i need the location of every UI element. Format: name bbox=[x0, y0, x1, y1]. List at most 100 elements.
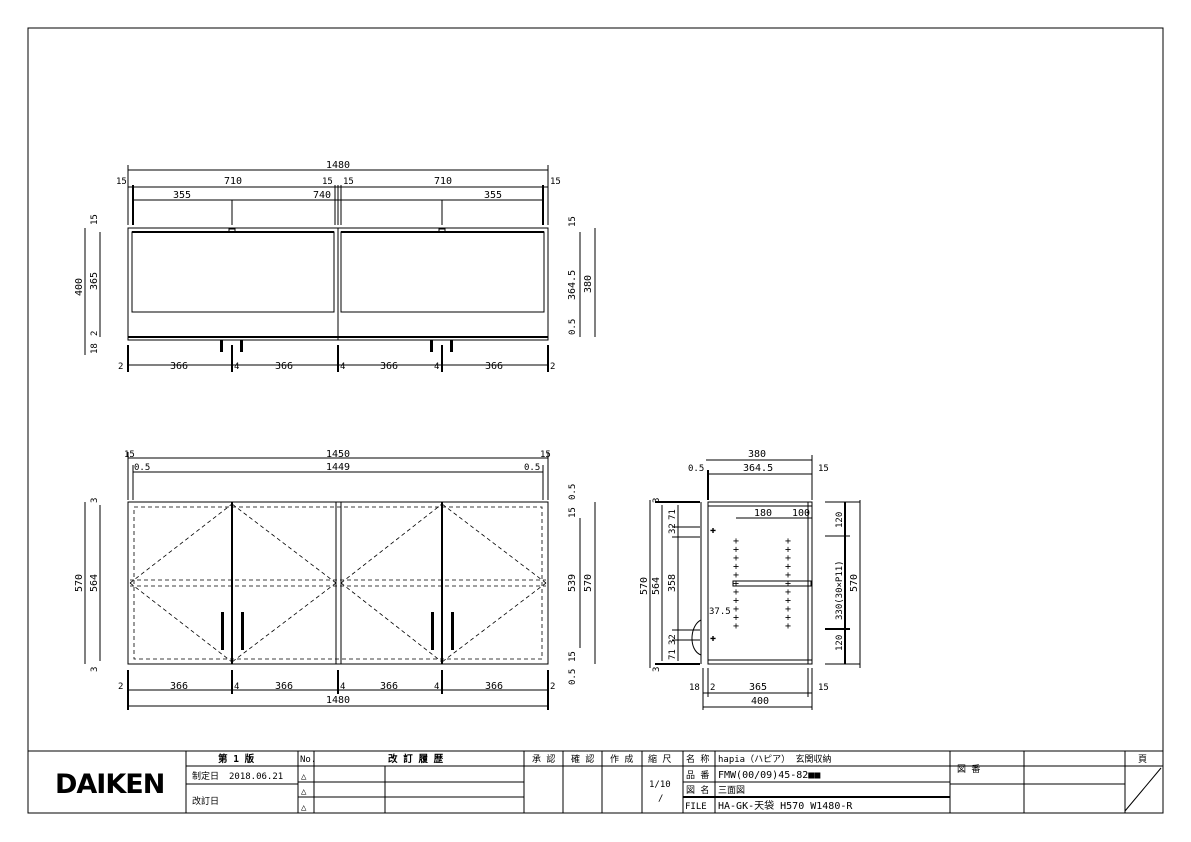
scale-value: 1/10 bbox=[649, 780, 671, 790]
dim-label: 71 bbox=[668, 509, 678, 520]
dim-width-total: 1480 bbox=[326, 695, 350, 706]
dim-label: 4 bbox=[434, 362, 439, 372]
dim-label: 15 bbox=[818, 464, 829, 474]
dim-width-total: 1480 bbox=[326, 160, 350, 171]
dim-label: 1449 bbox=[326, 462, 350, 473]
revision-triangle-icon: △ bbox=[301, 772, 307, 782]
shelf-hole-icon: + bbox=[785, 553, 791, 564]
dim-label: 564 bbox=[89, 574, 100, 592]
shelf-hole-icon: + bbox=[733, 621, 739, 632]
dim-label: 3 bbox=[652, 667, 662, 672]
created-label: 作 成 bbox=[610, 753, 633, 765]
shelf-holes: ++++++++++++++++++++++ bbox=[733, 536, 791, 632]
dim-label: 120 bbox=[835, 512, 845, 528]
dim-label: 2 bbox=[550, 682, 555, 692]
dim-label: 0.5 bbox=[568, 484, 578, 500]
dim-label: 710 bbox=[224, 176, 242, 187]
dim-label: 570 bbox=[849, 574, 860, 592]
dim-label: 366 bbox=[485, 361, 503, 372]
dim-label: 2 bbox=[710, 683, 715, 693]
part-number: FMW(00/09)45-82■■ bbox=[718, 770, 820, 781]
shelf-hole-icon: + bbox=[733, 596, 739, 607]
established-label: 制定日 bbox=[192, 770, 219, 782]
drawing-name-label: 図 名 bbox=[686, 784, 709, 796]
shelf-hole-icon: + bbox=[785, 604, 791, 615]
dim-label: 15 bbox=[550, 177, 561, 187]
dim-label: 380 bbox=[583, 275, 594, 293]
dim-label: 2 bbox=[90, 331, 100, 336]
shelf-hole-icon: + bbox=[733, 553, 739, 564]
dim-label: 3 bbox=[90, 667, 100, 672]
shelf-hole-icon: + bbox=[733, 545, 739, 556]
dim-label: 2 bbox=[118, 682, 123, 692]
part-number-label: 品 番 bbox=[686, 769, 709, 781]
front-view: 15 1450 15 0.5 1449 0.5 3 570 564 3 0.5 … bbox=[74, 449, 596, 710]
file-name: HA-GK-天袋 H570 W1480-R bbox=[718, 799, 853, 812]
approved-label: 承 認 bbox=[532, 753, 555, 765]
dim-label: 15 bbox=[568, 216, 578, 227]
dim-label: 15 bbox=[90, 214, 100, 225]
dim-label: 4 bbox=[340, 682, 345, 692]
scale-label: 縮 尺 bbox=[648, 753, 671, 765]
handle bbox=[221, 612, 224, 650]
revision-triangle-icon: △ bbox=[301, 803, 307, 813]
side-view: ✚ ✚ ++++++++++++++++++++++ 380 0.5 364.5… bbox=[639, 449, 861, 710]
dim-label: 539 bbox=[567, 574, 578, 592]
file-label: FILE bbox=[685, 802, 707, 812]
dim-label: 0.5 bbox=[568, 319, 578, 335]
dim-label: 71 bbox=[668, 649, 678, 660]
daiken-logo: DAIKEN bbox=[55, 769, 164, 800]
shelf-hole-icon: + bbox=[785, 613, 791, 624]
dim-label: 15 bbox=[322, 177, 333, 187]
shelf-hole-icon: + bbox=[785, 545, 791, 556]
no-label: No. bbox=[300, 755, 316, 765]
dim-label: 4 bbox=[434, 682, 439, 692]
shelf-hole-icon: + bbox=[733, 562, 739, 573]
dim-label: 330(30×P11) bbox=[835, 560, 845, 620]
dim-width-total: 1450 bbox=[326, 449, 350, 460]
shelf-hole-icon: + bbox=[733, 604, 739, 615]
dim-label: 32 bbox=[668, 634, 678, 645]
shelf-hole-icon: + bbox=[733, 587, 739, 598]
dim-label: 358 bbox=[667, 574, 678, 592]
page-label: 頁 bbox=[1138, 754, 1147, 765]
dim-label: 2 bbox=[118, 362, 123, 372]
dim-label: 0.5 bbox=[524, 463, 540, 473]
dim-label: 366 bbox=[170, 361, 188, 372]
shelf-hole-icon: + bbox=[785, 579, 791, 590]
checked-label: 確 認 bbox=[571, 753, 594, 765]
dim-label: 180 bbox=[754, 508, 772, 519]
shelf-hole-icon: + bbox=[785, 587, 791, 598]
shelf bbox=[732, 580, 812, 587]
shelf-hole-icon: + bbox=[733, 570, 739, 581]
dim-label: 366 bbox=[275, 681, 293, 692]
established-date: 2018.06.21 bbox=[229, 772, 283, 782]
dim-label: 120 bbox=[835, 635, 845, 651]
dim-label: 570 bbox=[639, 577, 650, 595]
dim-label: 32 bbox=[668, 523, 678, 534]
revision-triangle-icon: △ bbox=[301, 787, 307, 797]
dim-label: 365 bbox=[749, 682, 767, 693]
shelf-hole-icon: + bbox=[733, 613, 739, 624]
dim-label: 15 bbox=[124, 450, 135, 460]
shelf-hole-icon: + bbox=[785, 621, 791, 632]
handle bbox=[451, 612, 454, 650]
dim-label: 570 bbox=[74, 574, 85, 592]
dim-label: 740 bbox=[313, 190, 331, 201]
handle bbox=[431, 612, 434, 650]
dim-label: 15 bbox=[540, 450, 551, 460]
shelf-peg-icon: ✚ bbox=[710, 525, 716, 536]
dim-label: 0.5 bbox=[568, 669, 578, 685]
dim-label: 364.5 bbox=[567, 270, 578, 300]
dim-label: 710 bbox=[434, 176, 452, 187]
dim-label: 0.5 bbox=[688, 464, 704, 474]
shelf-peg-icon: ✚ bbox=[710, 633, 716, 644]
product-name: hapia（ハピア） 玄関収納 bbox=[718, 753, 832, 765]
shelf-hole-icon: + bbox=[733, 579, 739, 590]
dim-label: 364.5 bbox=[743, 463, 773, 474]
revised-label: 改訂日 bbox=[192, 795, 219, 807]
dim-label: 380 bbox=[748, 449, 766, 460]
drawing-number-label: 図 番 bbox=[957, 763, 980, 775]
dim-label: 366 bbox=[380, 361, 398, 372]
revision-history-label: 改 訂 履 歴 bbox=[388, 753, 444, 765]
